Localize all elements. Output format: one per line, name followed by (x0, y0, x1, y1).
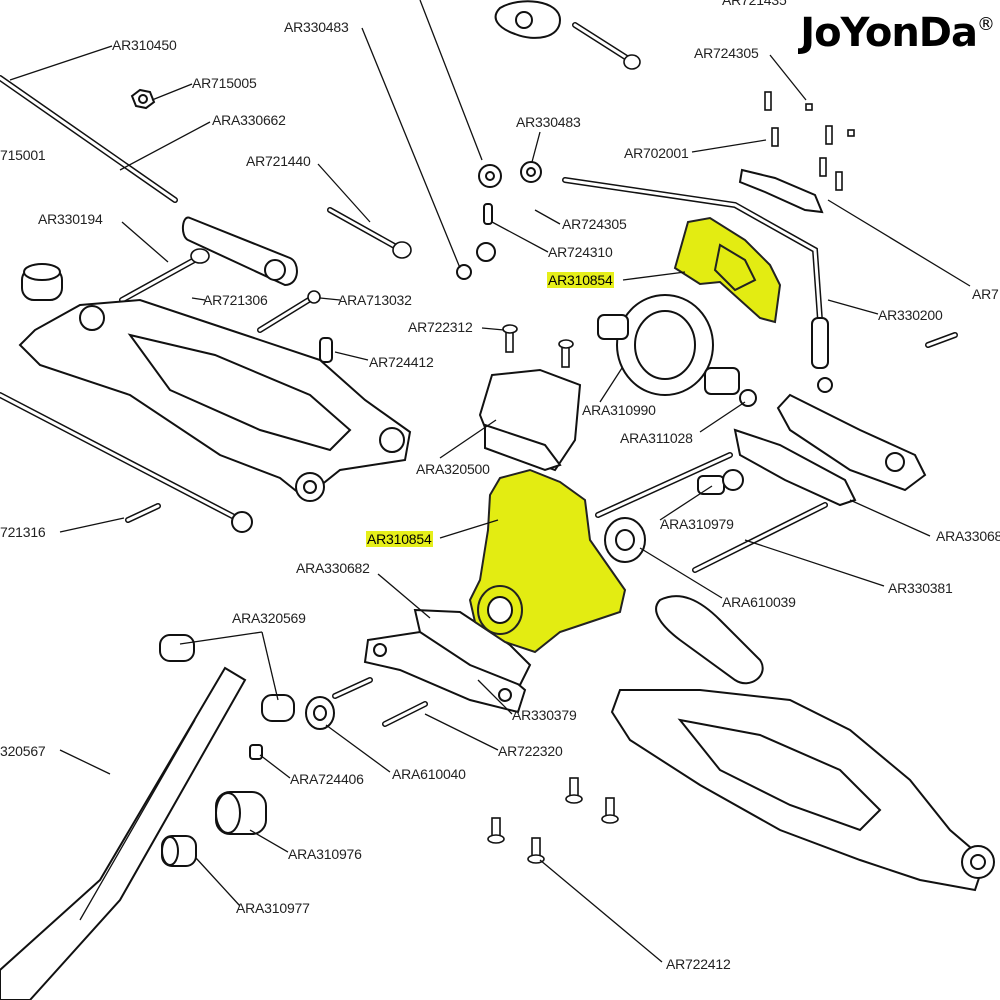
arm-right (610, 595, 995, 892)
screw-set-ar702001 (764, 91, 855, 191)
gear-cover-ar310854-top (673, 216, 782, 324)
label-ar715005: AR715005 (192, 75, 257, 91)
plate-ara330682 (413, 608, 532, 687)
label-ara33068: ARA33068 (936, 528, 1000, 544)
sway-bar-ar330200 (562, 177, 833, 393)
gearbox-ar310854-mid (468, 468, 627, 654)
label-ar330483-mid: AR330483 (516, 114, 581, 130)
label-ara310976: ARA310976 (288, 846, 362, 862)
label-ar7-cut: AR7 (972, 286, 999, 302)
label-ara310990: ARA310990 (582, 402, 656, 418)
label-ara724406: ARA724406 (290, 771, 364, 787)
brand-registered-mark: ® (977, 14, 995, 35)
bolt-right-small (925, 332, 958, 348)
label-ara330682: ARA330682 (296, 560, 370, 576)
bushings-ara320569 (159, 634, 295, 722)
pin-ara724406 (249, 744, 263, 760)
nut-ar715005 (130, 88, 156, 110)
screw-set-ar722412 (487, 777, 619, 864)
mount-ara320500 (478, 368, 582, 472)
label-ara330662: ARA330662 (212, 112, 286, 128)
label-ar310854-top: AR310854 (547, 272, 614, 288)
label-ar724412: AR724412 (369, 354, 434, 370)
label-ar722412: AR722412 (666, 956, 731, 972)
label-ara320569: ARA320569 (232, 610, 306, 626)
label-715001: 715001 (0, 147, 46, 163)
bracket-ar702001 (738, 168, 824, 214)
label-ar330379: AR330379 (512, 707, 577, 723)
rod-end-top (494, 0, 562, 39)
bushing-ara330662 (21, 263, 63, 301)
label-ara311028: ARA311028 (620, 430, 693, 446)
label-ar721306: AR721306 (203, 292, 268, 308)
label-ar330483-top: AR330483 (284, 19, 349, 35)
bolt-ara610040-screw (332, 677, 373, 699)
bolt-ar330194 (119, 248, 210, 303)
differential-ara310990 (597, 294, 740, 396)
label-ar722320: AR722320 (498, 743, 563, 759)
pin-ar724412 (319, 337, 333, 363)
label-ara310979: ARA310979 (660, 516, 734, 532)
axle-rod-center (595, 452, 733, 518)
label-ar702001: AR702001 (624, 145, 689, 161)
label-ara713032: ARA713032 (338, 292, 412, 308)
cup-ara310977 (161, 835, 197, 867)
bearing-ara610040 (305, 696, 335, 730)
leader-lines (9, 0, 971, 963)
bolt-721316 (125, 503, 161, 523)
label-ar721435: AR721435 (722, 0, 787, 8)
rod-ar310450 (0, 75, 178, 203)
brand-name: JoYonDa (800, 10, 978, 56)
bolt-ar721435 (572, 22, 641, 70)
pin-ar330381 (692, 502, 828, 573)
link-320567 (0, 666, 247, 1000)
arm-ara33068 (776, 393, 927, 492)
label-ara610039: ARA610039 (722, 594, 796, 610)
cup-ara310976 (215, 791, 267, 835)
label-ar330200: AR330200 (878, 307, 943, 323)
label-ar310854-mid: AR310854 (366, 531, 433, 547)
link-ar330483 (456, 161, 542, 280)
label-320567: 320567 (0, 743, 46, 759)
label-ar724305-top: AR724305 (694, 45, 759, 61)
arm-left (18, 298, 412, 502)
bolt-ar722320 (382, 701, 428, 727)
label-ar722312: AR722312 (408, 319, 473, 335)
screw-ar722312 (502, 324, 574, 368)
bolt-ara713032 (257, 290, 321, 333)
label-ar724310: AR724310 (548, 244, 613, 260)
rod-end-ar330194 (182, 216, 298, 287)
label-721316: 721316 (0, 524, 46, 540)
bolt-ar721440 (327, 207, 412, 259)
label-ar724305-mid: AR724305 (562, 216, 627, 232)
brand-logo: JoYonDa® (800, 10, 995, 56)
label-ara610040: ARA610040 (392, 766, 466, 782)
label-ar310450: AR310450 (112, 37, 177, 53)
rod-lower-left (0, 392, 253, 533)
label-ar330381: AR330381 (888, 580, 953, 596)
label-ar721440: AR721440 (246, 153, 311, 169)
label-ara310977: ARA310977 (236, 900, 310, 916)
plate-ara33068 (733, 428, 857, 507)
bearing-ara610039 (604, 517, 646, 563)
pinion-ara310979 (697, 469, 744, 495)
label-ara320500: ARA320500 (416, 461, 490, 477)
label-ar330194: AR330194 (38, 211, 103, 227)
